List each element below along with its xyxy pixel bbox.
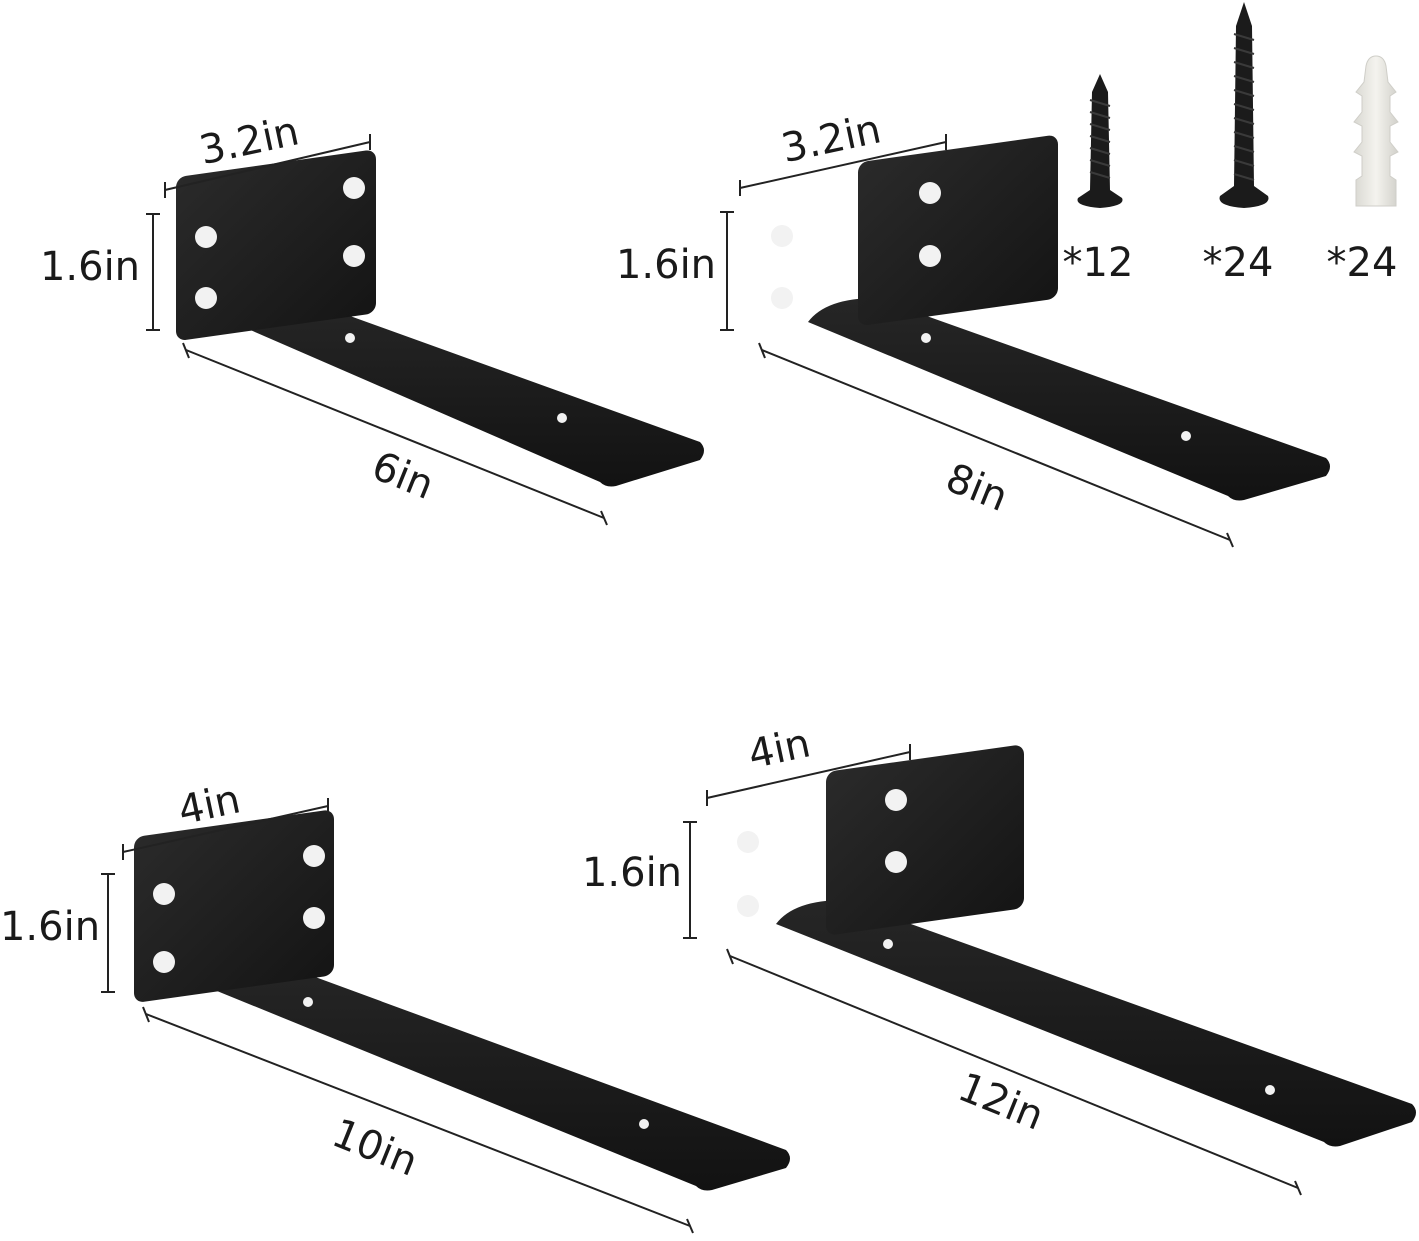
bracket-plate [134,810,334,1002]
dimension-lines [720,134,1234,548]
long-screw-qty: *24 [1203,240,1274,286]
bracket-arm [190,956,790,1191]
bracket-12in: 4in 1.6in 12in [582,720,1416,1196]
wall-anchor-qty: *24 [1327,240,1398,286]
bracket-plate [176,150,376,340]
mounting-holes [737,789,1275,1095]
width-label: 4in [744,720,814,778]
bracket-arm [776,900,1416,1147]
bracket-10in: 4in 1.6in 10in [0,776,790,1234]
height-label: 1.6in [40,244,140,290]
dimension-lines [101,798,694,1234]
mounting-holes [771,182,1191,441]
length-label: 10in [326,1110,424,1185]
short-screw-icon [1077,74,1123,208]
wall-anchor-icon [1353,55,1399,207]
dimension-lines [146,134,608,526]
bracket-plate [826,745,1024,935]
hardware-kit: *12 *24 *24 [1063,2,1399,286]
mounting-holes [195,177,567,423]
bracket-arm [232,298,704,487]
bracket-arm [808,298,1330,501]
height-label: 1.6in [0,904,100,950]
short-screw-qty: *12 [1063,240,1134,286]
bracket-plate [858,135,1058,326]
height-label: 1.6in [616,242,716,288]
length-label: 12in [952,1064,1050,1139]
bracket-6in: 3.2in 1.6in 6in [40,108,704,526]
mounting-holes [153,845,649,1129]
length-label: 8in [940,455,1015,521]
height-label: 1.6in [582,850,682,896]
long-screw-icon [1219,2,1269,208]
length-label: 6in [366,443,441,509]
bracket-8in: 3.2in 1.6in 8in [616,106,1330,548]
dimension-lines [683,744,1302,1196]
